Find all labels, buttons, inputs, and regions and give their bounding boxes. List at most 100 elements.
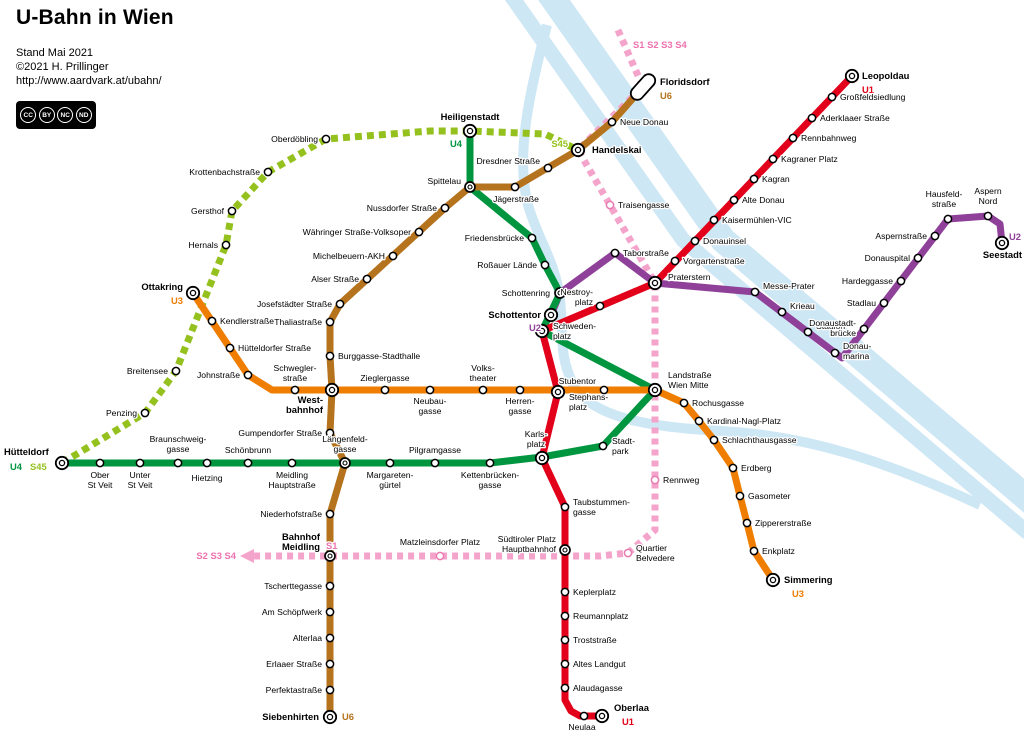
station-donauspital [913,253,923,263]
station-label-alaudagasse: Alaudagasse [573,683,623,693]
station-herrengasse [515,385,525,395]
station-label-thaliastrasse: Thaliastraße [274,317,322,327]
station-label-schottenring: Schottenring [502,288,550,298]
station-label-enkplatz: Enkplatz [762,546,795,556]
station-label-kendlerstrasse: Kendlerstraße [220,316,274,326]
station-label-gersthof: Gersthof [191,206,225,216]
station-quartier-belvedere [623,548,633,558]
website-url: http://www.aardvark.at/ubahn/ [16,75,162,87]
station-label-stephansplatz: Stephans-platz [569,392,608,412]
station-label-oberlaa: Oberlaa [614,702,650,713]
station-zippererstrasse [742,518,752,528]
station-taborstrasse [610,248,620,258]
station-margaretenguertel [385,458,395,468]
station-label-schweglerstrasse: Schwegler-straße [274,363,317,383]
station-stadlau [879,298,889,308]
station-badge-floridsdorf-0: U6 [660,90,672,101]
station-label-floridsdorf: Floridsdorf [660,76,710,87]
station-label-kaisermuehlen-vic: Kaisermühlen-VIC [722,215,792,225]
station-kagran [749,174,759,184]
station-krottenbachstrasse [263,167,273,177]
station-unter-st-veit [135,458,145,468]
station-laengenfeldgasse-inner-ring [342,460,348,466]
station-kagraner-platz [768,154,778,164]
station-label-neubaugasse: Neubau-gasse [414,396,447,416]
station-label-neue-donau: Neue Donau [620,117,668,127]
station-label-krottenbachstrasse: Krottenbachstraße [189,167,260,177]
station-am-schoepfwerk [325,607,335,617]
station-schottenring-inner-ring [557,290,563,296]
station-erlaaer-strasse [325,659,335,669]
station-karlsplatz-inner-ring [538,454,546,462]
station-label-hausfeldstrasse: Hausfeld-straße [926,189,963,209]
station-landstrasse-wien-mitte-inner-ring [651,386,659,394]
station-label-ottakring: Ottakring [141,281,183,292]
station-burggasse-stadthalle [325,351,335,361]
station-badge-bahnhof-meidling-0: S1 [326,540,337,551]
station-label-pilgramgasse: Pilgramgasse [409,445,461,455]
station-label-kettenbrueckengasse: Kettenbrücken-gasse [461,470,519,490]
map-meta: Stand Mai 2021 ©2021 H. Prillinger http:… [16,46,174,88]
station-schweglerstrasse [290,385,300,395]
station-neubaugasse [425,385,435,395]
neue-donau-ribbon [504,0,1024,539]
station-stephansplatz-inner-ring [554,388,562,396]
station-simmering-inner-ring [769,576,777,584]
station-label-schlachthausgasse: Schlachthausgasse [722,435,797,445]
station-praterstern-inner-ring [651,279,659,287]
station-label-rennbahnweg: Rennbahnweg [801,133,857,143]
station-hernals [221,240,231,250]
station-matzleinsdorfer-platz [435,551,445,561]
station-alser-strasse [362,274,372,284]
station-ottakring-inner-ring [189,289,197,297]
station-bahnhof-meidling-inner-ring [327,553,333,559]
station-label-heiligenstadt: Heiligenstadt [441,111,500,122]
station-stubentor [599,385,609,395]
station-label-volkstheater: Volks-theater [470,363,497,383]
station-label-stubentor: Stubentor [559,376,596,386]
station-badge-seestadt-0: U2 [1009,231,1021,242]
station-label-hietzing: Hietzing [191,473,222,483]
station-gasometer [735,491,745,501]
station-label-seestadt: Seestadt [983,249,1022,260]
station-neulaa [579,711,589,721]
station-schottentor-inner-ring [547,311,555,319]
cc-circle-nd: ND [75,107,92,123]
station-label-krieau: Krieau [790,301,815,311]
station-altes-landgut [560,659,570,669]
station-label-traisengasse: Traisengasse [618,200,669,210]
station-dresdner-strasse [543,163,553,173]
station-label-erlaaer-strasse: Erlaaer Straße [266,659,322,669]
station-westbahnhof-inner-ring [328,386,336,394]
station-label-laengenfeldgasse: Längenfeld-gasse [322,434,368,454]
station-label-donauspital: Donauspital [865,253,910,263]
station-label-gumpendorfer-strasse: Gumpendorfer Straße [238,428,322,438]
station-label-huetteldorf: Hütteldorf [4,446,50,457]
station-label-hardeggasse: Hardeggasse [842,276,893,286]
station-breitensee [171,366,181,376]
station-label-praterstern: Praterstern [668,272,711,282]
line-u3 [190,291,776,582]
station-label-donaumarina: Donau-marina [843,341,871,361]
station-label-donauinsel: Donauinsel [703,236,746,246]
sbahn-north-label: S1 S2 S3 S4 [633,39,687,50]
station-label-schottentor: Schottentor [488,309,541,320]
station-label-reumannplatz: Reumannplatz [573,611,628,621]
station-label-zippererstrasse: Zippererstraße [755,518,812,528]
station-keplerplatz [560,587,570,597]
station-floridsdorf [629,73,657,101]
station-label-dresdner-strasse: Dresdner Straße [476,156,540,166]
station-label-nestroyplatz: Nestroy-platz [561,287,594,307]
station-label-rossauer-laende: Roßauer Lände [477,260,537,270]
station-gumpendorfer-strasse [325,428,335,438]
station-label-zieglergasse: Zieglergasse [360,373,409,383]
station-badge-siebenhirten-0: U6 [342,711,354,722]
station-label-stadtpark: Stadt-park [612,436,635,456]
station-label-huetteldorfer-strasse: Hütteldorfer Straße [238,343,311,353]
station-label-josefstaedter-strasse: Josefstädter Straße [257,299,332,309]
station-label-vorgartenstrasse: Vorgartenstraße [683,256,745,266]
station-label-tscherttegasse: Tscherttegasse [264,581,322,591]
